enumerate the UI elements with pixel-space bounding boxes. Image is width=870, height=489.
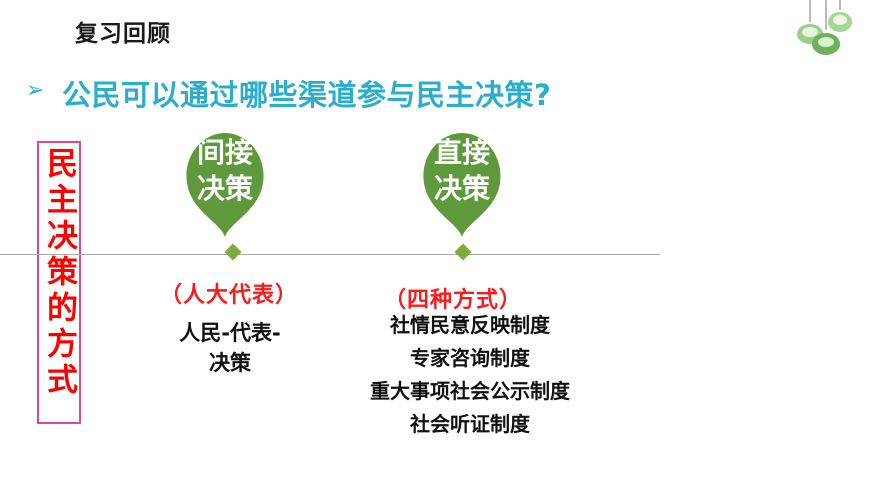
arrow-bullet-icon: ➢	[26, 78, 45, 103]
direct-subtitle: （四种方式）	[384, 288, 523, 313]
direct-method-item: 专家咨询制度	[410, 346, 530, 370]
side-label-text: 民主决策的方式	[41, 147, 77, 399]
indirect-pin-label: 间接 决策	[183, 135, 267, 207]
direct-pin-line2: 决策	[433, 172, 490, 205]
indirect-desc-line2: 决策	[209, 351, 251, 375]
hanging-lamps-icon	[797, 0, 852, 55]
question-heading: 公民可以通过哪些渠道参与民主决策?	[62, 78, 552, 112]
side-label-box	[37, 141, 81, 424]
direct-pin-label: 直接 决策	[420, 135, 504, 207]
page-title: 复习回顾	[75, 21, 171, 47]
indirect-diamond-marker	[224, 243, 242, 261]
direct-method-item: 重大事项社会公示制度	[370, 379, 570, 403]
direct-pin-marker	[423, 133, 501, 237]
direct-pin-line1: 直接	[433, 136, 490, 169]
indirect-desc-line1: 人民-代表-	[179, 321, 281, 345]
direct-methods-list: 社情民意反映制度 专家咨询制度 重大事项社会公示制度 社会听证制度	[340, 309, 600, 441]
direct-method-item: 社会听证制度	[410, 412, 530, 436]
indirect-pin-marker	[186, 133, 264, 237]
indirect-subtitle: （人大代表）	[160, 283, 299, 308]
indirect-pin-line1: 间接	[196, 136, 253, 169]
indirect-description: 人民-代表- 决策	[150, 318, 310, 378]
direct-method-item: 社情民意反映制度	[390, 313, 550, 337]
timeline-divider	[0, 254, 660, 255]
indirect-pin-line2: 决策	[196, 172, 253, 205]
direct-diamond-marker	[454, 243, 472, 261]
